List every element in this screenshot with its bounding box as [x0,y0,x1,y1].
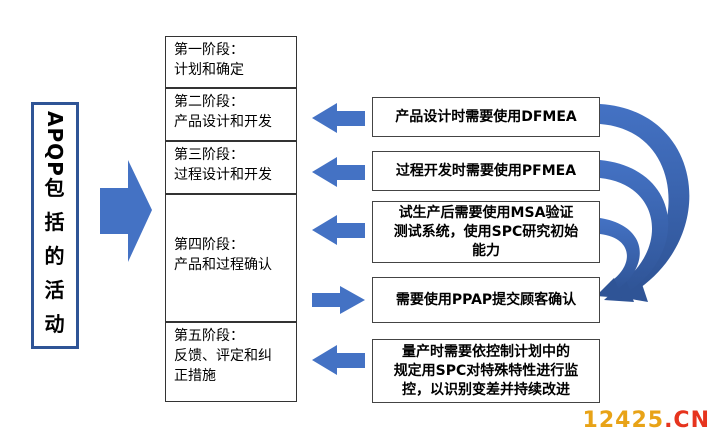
stage-4-title: 第四阶段： [174,237,244,253]
left-arrow-dfmea [312,103,365,133]
stage-5-box: 第五阶段： 反馈、评定和纠 正措施 [165,322,297,402]
stage-3-desc: 过程设计和开发 [174,167,272,183]
watermark-suffix: .CN [664,408,710,433]
site-watermark: 12425.CN [583,408,710,433]
stage-1-title: 第一阶段： [174,42,244,58]
apqp-label-2: 括 [44,209,66,234]
curve-arrow-pfmea-ppap [600,160,669,292]
note-msa-line-2: 测试系统，使用SPC研究初始 [393,223,579,240]
apqp-label-5: 动 [44,311,66,336]
stage-2-title: 第二阶段： [174,94,244,110]
note-pfmea-text: 过程开发时需要使用PFMEA [395,162,577,179]
watermark-number: 12425 [582,408,665,433]
stage-4-desc: 产品和过程确认 [174,257,272,273]
curve-arrow-msa-ppap [600,218,640,290]
apqp-activities-box: APQP 包 括 的 活 动 [31,102,79,349]
left-arrow-feedback [312,345,365,375]
left-arrow-pfmea [312,157,365,187]
apqp-label-4: 活 [44,277,66,302]
stage-1-box: 第一阶段： 计划和确定 [165,36,297,88]
note-msa-line-3: 能力 [472,242,500,259]
apqp-label-3: 的 [44,243,66,268]
main-right-arrow [100,160,152,262]
stage-3-title: 第三阶段： [174,147,244,163]
stage-4-box: 第四阶段： 产品和过程确认 [165,194,297,322]
note-msa-line-1: 试生产后需要使用MSA验证 [398,204,574,221]
left-arrow-msa [312,215,365,245]
apqp-label-1: 包 [44,175,66,200]
stage-2-desc: 产品设计和开发 [174,114,272,130]
stage-3-box: 第三阶段： 过程设计和开发 [165,141,297,194]
note-msa-spc: 试生产后需要使用MSA验证 测试系统，使用SPC研究初始 能力 [372,201,600,263]
stage-5-desc-1: 反馈、评定和纠 [174,348,272,364]
stage-5-title: 第五阶段： [174,328,244,344]
right-arrow-ppap [312,286,365,314]
note-control-line-2: 规定用SPC对特殊特性进行监 [393,362,579,379]
curve-arrow-dfmea-ppap [600,104,690,288]
apqp-label-0: APQP [43,110,67,177]
note-control-line-3: 控，以识别变差并持续改进 [402,381,570,398]
note-control-plan: 量产时需要依控制计划中的 规定用SPC对特殊特性进行监 控，以识别变差并持续改进 [372,339,600,403]
stage-5-desc-2: 正措施 [174,368,216,384]
curve-arrowhead-3 [596,278,622,298]
stage-1-desc: 计划和确定 [174,62,244,78]
note-ppap-text: 需要使用PPAP提交顾客确认 [395,291,577,308]
note-dfmea-text: 产品设计时需要使用DFMEA [395,108,577,125]
note-control-line-1: 量产时需要依控制计划中的 [402,343,570,360]
note-ppap: 需要使用PPAP提交顾客确认 [372,277,600,323]
note-pfmea: 过程开发时需要使用PFMEA [372,151,600,191]
note-dfmea: 产品设计时需要使用DFMEA [372,97,600,137]
stage-2-box: 第二阶段： 产品设计和开发 [165,88,297,141]
